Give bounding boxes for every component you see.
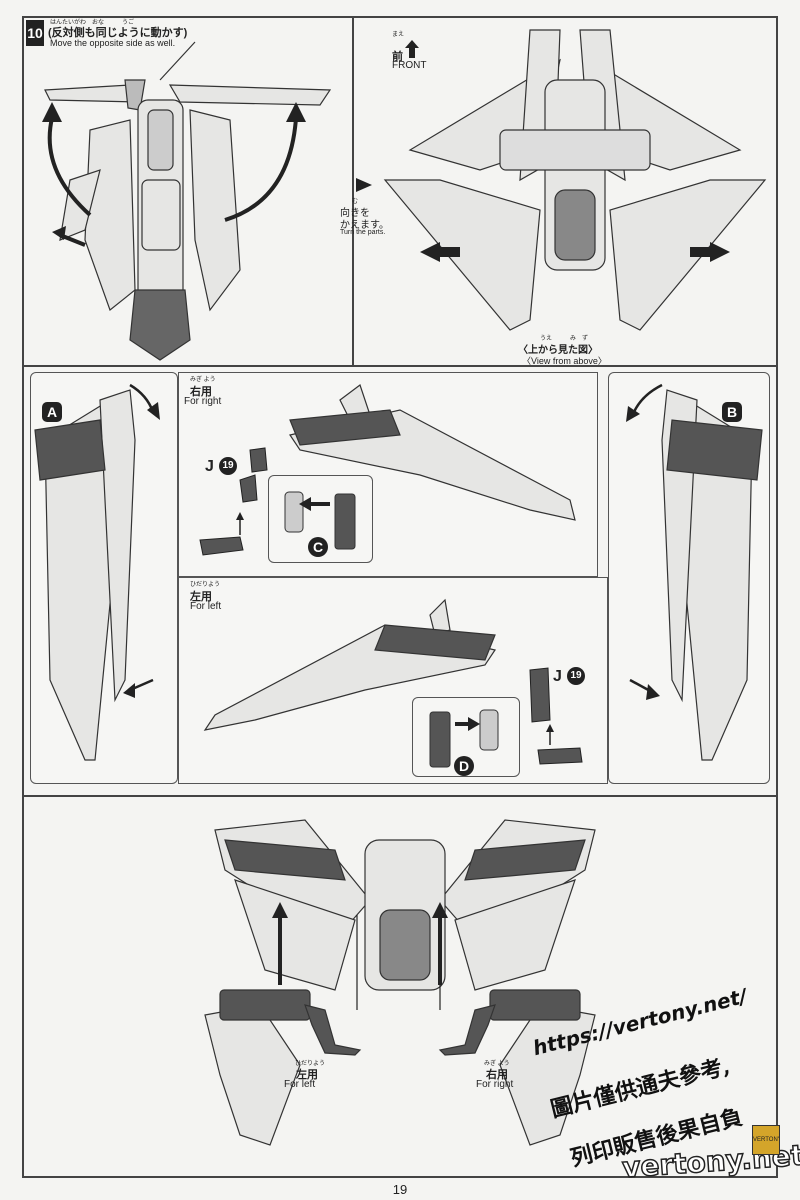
badge-a: A xyxy=(42,402,62,422)
bottom-right-jp: 右用 xyxy=(486,1069,508,1081)
right-jp: 右用 xyxy=(190,386,212,398)
step-number: 10 xyxy=(26,20,44,46)
panel-right-assembly xyxy=(178,372,598,577)
bottom-right-en: For right xyxy=(476,1079,514,1090)
step-instruction-jp: (反対側も同じように動かす) xyxy=(48,27,188,39)
left-wing-part-illustration xyxy=(203,598,496,731)
page-frame xyxy=(22,16,778,1178)
front-jp: 前 xyxy=(392,51,403,63)
turn-en: Turn the parts. xyxy=(340,229,386,236)
left-en: For left xyxy=(190,601,222,612)
view-en: 〈View from above〉 xyxy=(522,356,607,366)
right-ruby: みぎ よう xyxy=(190,377,216,383)
badge-c: C xyxy=(308,537,328,557)
left-jp: 左用 xyxy=(190,591,212,603)
bottom-left-jp: 左用 xyxy=(296,1069,318,1081)
right-en: For right xyxy=(184,396,222,407)
divider-vertical xyxy=(352,16,354,366)
wing-b-illustration xyxy=(626,383,763,761)
page-number: 19 xyxy=(392,1182,408,1197)
part-j-left: J xyxy=(553,668,562,685)
badge-b: B xyxy=(722,402,742,422)
turn-jp-1: 向きを xyxy=(340,208,370,219)
part-j-right-number: 19 xyxy=(219,457,237,475)
bottom-left-wing-part xyxy=(204,989,362,1146)
part-j-right: J xyxy=(205,458,214,475)
bottom-left-en: For left xyxy=(284,1079,316,1090)
part-j-left-number: 19 xyxy=(567,667,585,685)
turn-arrow-icon xyxy=(356,178,372,192)
right-wing-part-illustration xyxy=(289,384,576,521)
front-en: FRONT xyxy=(392,60,427,71)
divider-middle xyxy=(22,795,778,797)
front-ruby: まえ xyxy=(392,32,405,38)
bottom-right-wing-part xyxy=(438,989,596,1146)
top-view-illustration xyxy=(383,29,767,331)
bottom-left-ruby: ひだりよう xyxy=(295,1061,326,1067)
left-ruby: ひだりよう xyxy=(190,582,221,588)
view-jp: 〈上から見た図〉 xyxy=(518,345,598,356)
connector-part-right xyxy=(199,447,268,556)
bottom-right-ruby: みぎ よう xyxy=(484,1061,510,1067)
divider-top xyxy=(22,365,778,367)
turn-jp-2: かえます。 xyxy=(340,220,389,231)
c-joint-illustration xyxy=(284,491,356,550)
front-arrow-icon xyxy=(405,40,419,58)
turn-ruby: む xyxy=(352,199,359,205)
attach-arrows-icon xyxy=(272,902,448,1010)
step-ruby: はんたいがわ おな うご xyxy=(50,20,135,26)
view-ruby: うえ み ず xyxy=(540,336,589,342)
step-instruction-en: Move the opposite side as well. xyxy=(50,38,176,48)
wing-a-illustration xyxy=(34,383,160,761)
mounted-wings-illustration xyxy=(214,819,596,991)
robot-wing-illustration xyxy=(42,41,332,361)
badge-d: D xyxy=(454,756,474,776)
watermark-logo: VERTONY xyxy=(752,1125,780,1155)
connector-part-left xyxy=(529,667,583,765)
d-joint-illustration xyxy=(429,709,499,768)
